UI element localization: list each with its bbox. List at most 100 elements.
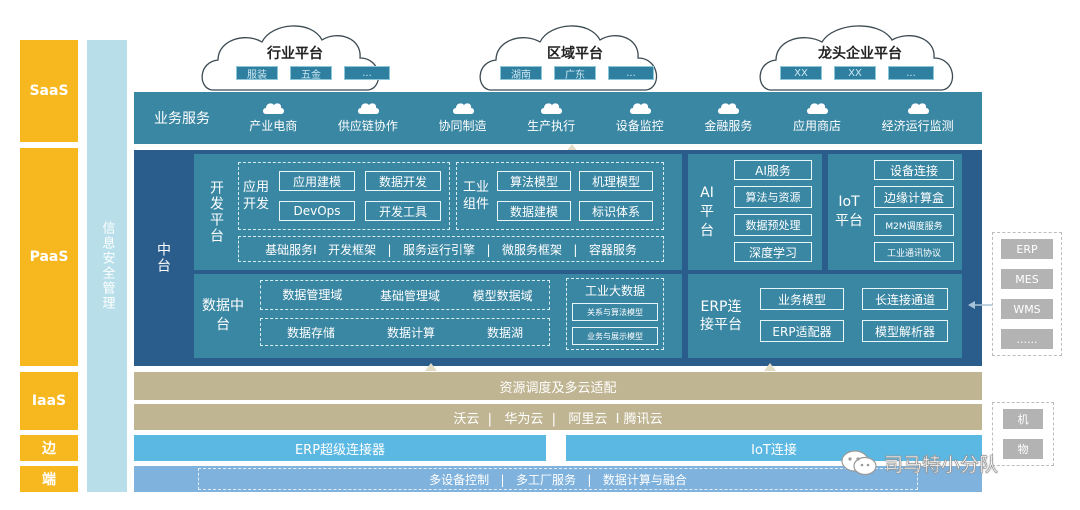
data-compute-item: 数据计算 [386, 325, 435, 340]
cloud-title-3: 龙头企业平台 [818, 46, 902, 62]
algorithm-model-chip: 算法模型 [497, 171, 571, 191]
industrial-bigdata-group: 工业大数据 关系与算法模型 业务与展示模型 [566, 278, 664, 350]
wms-system-chip: WMS [1001, 299, 1053, 319]
wechat-icon [841, 450, 877, 476]
cloud-chip: ... [344, 66, 390, 80]
business-item: 供应链协作 [338, 92, 398, 144]
arrow-left-icon [968, 301, 992, 309]
paas-container: 中台 开发平台 应用开发 应用建模 数据开发 DevOps 开发工具 工业组件 … [134, 150, 982, 366]
data-domain-item: 模型数据域 [472, 288, 533, 303]
data-platform-label: 数据中台 [202, 298, 244, 333]
ai-service-chip: AI服务 [734, 160, 812, 180]
cloud-chip: ... [608, 66, 654, 80]
cloud-icon [452, 103, 474, 114]
app-modeling-chip: 应用建模 [279, 171, 355, 191]
paas-label: PaaS [20, 148, 78, 366]
iaas-label: IaaS [20, 372, 78, 430]
industrial-bigdata-label: 工业大数据 [584, 283, 645, 298]
end-layer-bar: 多设备控制 | 多工厂服务 | 数据计算与融合 [134, 466, 982, 492]
erp-connector-bar: ERP超级连接器 [134, 435, 546, 461]
industrial-components-label: 工业组件 [462, 180, 489, 212]
arrow-up-icon [764, 363, 776, 371]
erp-platform-label: ERP连接平台 [700, 299, 742, 333]
watermark: 司马特小分队 [840, 448, 998, 478]
model-parser-chip: 模型解析器 [862, 320, 948, 342]
edge-box-chip: 边缘计算盒 [874, 186, 954, 208]
mechanism-model-chip: 机理模型 [579, 171, 653, 191]
cloud-icon [263, 103, 285, 114]
resource-scheduling-bar: 资源调度及多云适配 [134, 372, 982, 400]
erp-system-chip: ERP [1001, 239, 1053, 259]
cloud-chip: XX [780, 66, 822, 80]
data-compute-item: 数据存储 [286, 325, 335, 340]
ai-platform-panel: AI平台 AI服务 算法与资源 数据预处理 深度学习 [688, 154, 822, 270]
cloud-icon [357, 103, 379, 114]
data-domain-item: 数据管理域 [282, 288, 343, 302]
dev-platform-panel: 开发平台 应用开发 应用建模 数据开发 DevOps 开发工具 工业组件 算法模… [194, 154, 682, 270]
iot-platform-label: IoT平台 [835, 194, 863, 229]
edge-label: 边 [20, 435, 78, 461]
long-connection-chip: 长连接通道 [862, 288, 948, 310]
mes-system-chip: MES [1001, 269, 1053, 289]
cloud-chip: 湖南 [500, 66, 542, 81]
machine-chip: 机 [1003, 409, 1043, 429]
business-item: 金融服务 [704, 92, 752, 144]
industrial-components-group: 工业组件 算法模型 机理模型 数据建模 标识体系 [456, 162, 664, 230]
business-item: 协同制造 [439, 92, 487, 144]
security-column: 信息安全管理 [87, 40, 127, 492]
cloud-icon [718, 103, 740, 114]
business-item: 生产执行 [527, 92, 575, 144]
app-dev-group: 应用开发 应用建模 数据开发 DevOps 开发工具 [238, 162, 450, 230]
deep-learning-chip: 深度学习 [734, 242, 812, 262]
thing-chip: 物 [1003, 439, 1043, 459]
industrial-protocol-chip: 工业通讯协议 [874, 242, 954, 262]
m2m-service-chip: M2M调度服务 [874, 214, 954, 236]
watermark-text: 司马特小分队 [884, 453, 999, 476]
data-compute-row: 数据存储 数据计算 数据湖 [260, 318, 550, 346]
device-connect-chip: 设备连接 [874, 160, 954, 180]
dev-platform-label: 开发平台 [208, 180, 224, 244]
cloud-title-1: 行业平台 [267, 46, 323, 62]
identifier-system-chip: 标识体系 [579, 201, 653, 221]
cloud-icon [629, 103, 651, 114]
algorithm-resource-chip: 算法与资源 [734, 186, 812, 208]
end-label: 端 [20, 466, 78, 492]
data-domain-item: 基础管理域 [379, 288, 440, 303]
cloud-chip: 服装 [236, 66, 278, 81]
cloud-chip: 广东 [554, 66, 596, 81]
cloud-title-2: 区域平台 [547, 46, 603, 62]
dev-tools-chip: 开发工具 [365, 201, 441, 221]
data-platform-panel: 数据中台 数据管理域 基础管理域 模型数据域 数据存储 数据计算 数据湖 工业大… [194, 274, 682, 358]
business-services-row: 业务服务 产业电商 供应链协作 协同制造 生产执行 设备监控 金融服务 应用商店 [134, 92, 982, 144]
side-systems-group: ERP MES WMS ...... [992, 232, 1062, 356]
erp-adapter-chip: ERP适配器 [760, 320, 844, 342]
data-compute-item: 数据湖 [486, 325, 523, 340]
basic-services-bar: 基础服务I 开发框架 | 服务运行引擎 | 微服务框架 | 容器服务 [238, 236, 664, 262]
business-display-chip: 业务与展示模型 [572, 327, 658, 345]
zhongtai-label: 中台 [155, 242, 171, 274]
devops-chip: DevOps [279, 201, 355, 221]
data-domain-row: 数据管理域 基础管理域 模型数据域 [260, 280, 550, 310]
arrow-up-icon [425, 363, 437, 371]
erp-platform-panel: ERP连接平台 业务模型 长连接通道 ERP适配器 模型解析器 [688, 274, 962, 358]
arrow-up-icon [566, 144, 578, 152]
cloud-providers-bar: 沃云 | 华为云 | 阿里云 I 腾讯云 [134, 404, 982, 430]
business-item: 应用商店 [793, 92, 841, 144]
data-dev-chip: 数据开发 [365, 171, 441, 191]
business-item: 设备监控 [616, 92, 664, 144]
side-devices-group: 机 物 [992, 402, 1054, 466]
data-preprocess-chip: 数据预处理 [734, 214, 812, 236]
business-item: 经济运行监测 [882, 92, 954, 144]
cloud-icon [541, 103, 563, 114]
iot-connect-bar: IoT连接 [566, 435, 982, 461]
business-items: 产业电商 供应链协作 协同制造 生产执行 设备监控 金融服务 应用商店 经济运 [229, 92, 974, 144]
cloud-chip: 五金 [290, 66, 332, 81]
business-item: 产业电商 [249, 92, 297, 144]
end-services-text: 多设备控制 | 多工厂服务 | 数据计算与融合 [198, 468, 918, 490]
security-label: 信息安全管理 [99, 221, 115, 311]
ai-platform-label: AI平台 [700, 184, 714, 239]
business-label: 业务服务 [154, 111, 210, 127]
more-systems-chip: ...... [1001, 329, 1053, 349]
cloud-icon [907, 103, 929, 114]
business-model-chip: 业务模型 [760, 288, 844, 310]
